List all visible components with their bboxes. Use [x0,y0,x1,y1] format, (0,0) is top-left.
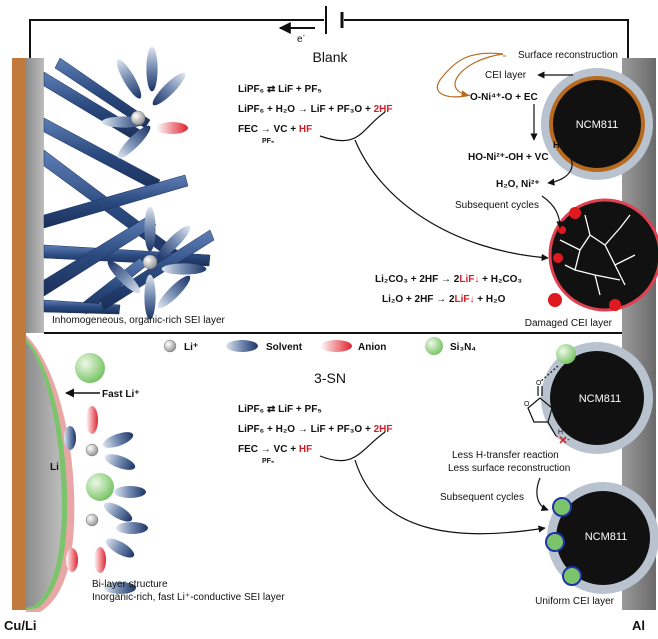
bilayer-line1: Bi-layer structure [92,579,168,590]
subsequent-cycles-3sn: Subsequent cycles [440,492,524,503]
ho-top: HO [558,100,572,110]
legend [163,337,443,355]
blank-title: Blank [312,49,348,65]
blank-eq3-catalyst: PF₅ [262,138,274,145]
electron-label: e- [297,33,306,45]
legend-anion: Anion [358,342,386,353]
svg-text:O: O [536,380,542,387]
cei-layer-label: CEI layer [485,70,527,81]
ncm-particle-3sn-bottom [545,482,658,594]
si3n4-particle-2 [86,473,114,501]
li-anode-3sn [26,335,75,612]
copper-collector [12,58,26,610]
subsequent-cycles-blank: Subsequent cycles [455,200,539,211]
blank-eq5: Li₂O + 2HF → 2LiF↓ + H₂O [382,294,506,305]
legend-si3n4: Si₃N₄ [450,342,476,353]
cu-li-label: Cu/Li [4,618,37,633]
sn-eq1: LiPF₆ ⇄ LiF + PF₅ [238,404,322,415]
h2o-ni-label: H₂O, Ni²⁺ [496,179,540,190]
ec-molecule: O O O H [524,365,571,444]
ncm-label-3sn-top: NCM811 [579,393,622,405]
fast-li-label: Fast Li⁺ [102,389,140,400]
legend-li: Li⁺ [184,342,198,353]
sn-title: 3-SN [314,370,346,386]
ncm-particle-top [541,68,653,180]
surface-reconstruction: Surface reconstruction [518,50,618,61]
li-anode-blank [26,58,44,333]
less-surface-reconstruction: Less surface reconstruction [448,463,570,474]
cei-caption-blank: Damaged CEI layer [525,318,613,329]
blank-eq1: LiPF₆ ⇄ LiF + PF₅ [238,84,322,95]
svg-text:O: O [524,401,530,408]
external-circuit [29,6,629,58]
si3n4-particle-1 [75,353,105,383]
solvation-sheath-upper [101,46,189,162]
legend-solvent: Solvent [266,342,303,353]
blank-eq4: Li₂CO₃ + 2HF → 2LiF↓ + H₂CO₃ [375,274,522,285]
ho-bottom: HO [553,140,567,150]
blank-eq3: FEC → VC + HF [238,124,312,135]
blank-eq2: LiPF₆ + H₂O → LiF + PF₃O + 2HF [238,104,392,115]
ncm-particle-3sn-top [541,342,653,454]
ncm-label-3sn-bottom: NCM811 [585,531,628,543]
li-metal-label: Li [50,462,59,473]
less-h-transfer: Less H-transfer reaction [452,450,559,461]
sn-eq3-catalyst: PF₅ [262,458,274,465]
ncm-particle-damaged [548,198,658,312]
sei-caption-blank: Inhomogeneous, organic-rich SEI layer [52,315,226,326]
uniform-cei-caption: Uniform CEI layer [535,596,615,607]
ni4-reaction: O-Ni⁴⁺-O + EC [470,92,538,103]
solvation-sheath-3sn [64,406,148,594]
ni2-product: HO-Ni²⁺-OH + VC [468,152,549,163]
al-label: Al [632,618,645,633]
svg-text:O: O [552,401,558,408]
sn-eq2: LiPF₆ + H₂O → LiF + PF₃O + 2HF [238,424,392,435]
bilayer-line2: Inorganic-rich, fast Li⁺-conductive SEI … [92,592,285,603]
solvation-sheath-lower [104,206,207,320]
svg-text:H: H [558,429,563,436]
ncm-label-top: NCM811 [576,119,619,131]
sn-eq3: FEC → VC + HF [238,444,312,455]
